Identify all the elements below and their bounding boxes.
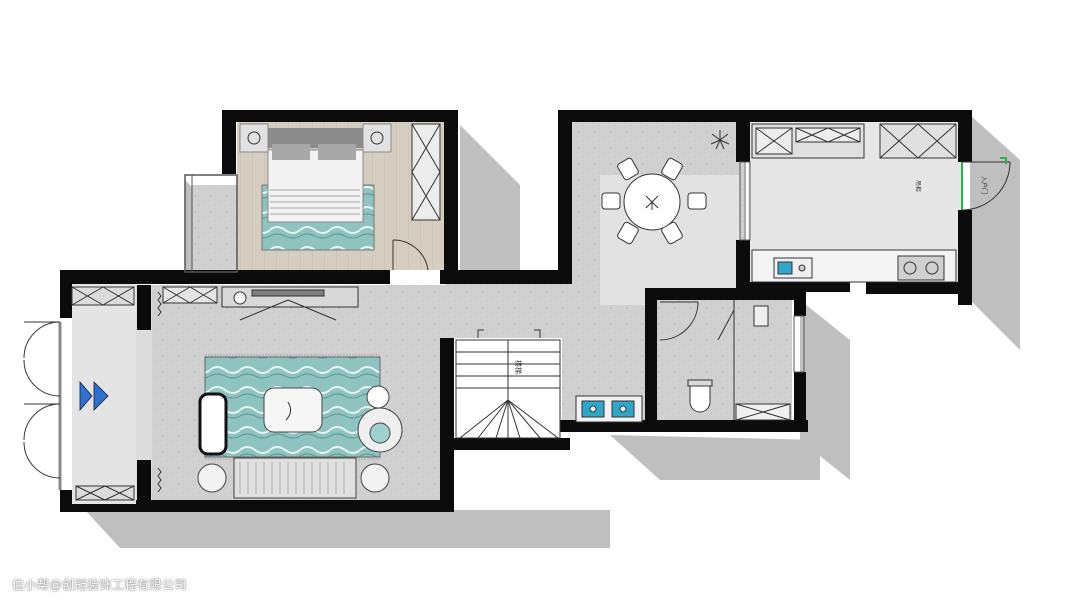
- entry-door[interactable]: [961, 157, 1011, 211]
- wall-shadows: [85, 115, 1020, 548]
- hall-sinks: [575, 395, 643, 423]
- kitchen-upper-cabinets: [751, 123, 957, 159]
- entry-arrow: [79, 380, 109, 412]
- tv-cabinet: [221, 286, 359, 321]
- balcony-doors[interactable]: [23, 321, 62, 490]
- wardrobe: [411, 123, 441, 221]
- kitchen-counter: [751, 249, 957, 283]
- sofa: [233, 457, 357, 499]
- watermark: 住小帮@创冠装饰工程有限公司: [12, 578, 188, 592]
- bathroom-window: [793, 315, 805, 373]
- bedroom-door[interactable]: [392, 239, 429, 271]
- armchair: [197, 385, 403, 493]
- bed: [239, 123, 392, 251]
- curtains: [157, 291, 162, 493]
- bathroom: [687, 300, 791, 421]
- dining-table: [601, 157, 707, 245]
- wall-cabinet-label: 吊柜: [914, 180, 922, 192]
- coffee-table: [263, 387, 323, 433]
- bedroom-balcony: [184, 174, 238, 273]
- bench: [198, 392, 228, 456]
- bathroom-door[interactable]: [659, 301, 735, 341]
- entry-label: 入户门: [980, 176, 988, 194]
- staircase: [455, 329, 561, 439]
- kitchen-window: [739, 161, 751, 241]
- living-storage-cabinet: [162, 286, 218, 304]
- stair-label: 楼梯: [514, 360, 523, 374]
- walls: [60, 110, 972, 512]
- plant: [710, 130, 730, 150]
